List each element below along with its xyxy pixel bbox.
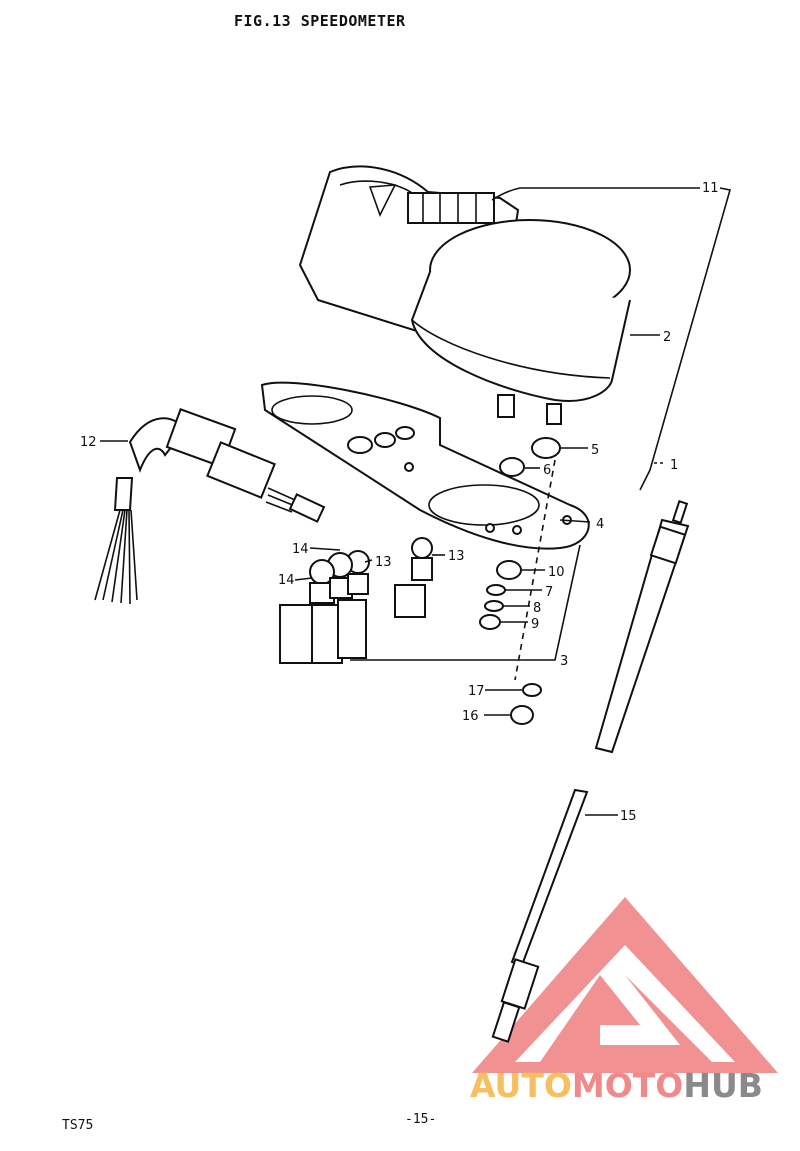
callout-label: 10 — [548, 565, 565, 580]
callout-label: 6 — [543, 463, 551, 478]
washer-part-7 — [486, 584, 506, 596]
wiring-harness-part — [94, 408, 326, 605]
callout-label: 14 — [292, 542, 309, 557]
model-label: TS75 — [62, 1118, 94, 1133]
watermark-text: AUTOMOTOHUB — [470, 1066, 763, 1105]
watermark-hub: HUB — [683, 1066, 763, 1105]
callout-label: 12 — [80, 435, 97, 450]
watermark-moto: MOTO — [572, 1066, 683, 1105]
grommet-part-5 — [531, 437, 561, 459]
callout-label: 1 — [670, 458, 678, 473]
callout-label: 13 — [448, 549, 465, 564]
callout-label: 3 — [560, 654, 568, 669]
callout-label: 7 — [545, 585, 553, 600]
grommet-part-6 — [499, 457, 525, 477]
callout-label: 2 — [663, 330, 671, 345]
callout-label: 13 — [375, 555, 392, 570]
leader-lines — [100, 187, 732, 816]
figure-title: FIG.13 SPEEDOMETER — [234, 12, 406, 30]
callout-labels: 1 2 3 4 5 6 7 8 9 10 11 12 13 13 14 14 1… — [80, 181, 719, 824]
page-number: -15- — [405, 1112, 437, 1127]
speedometer-cable-part-15 — [491, 788, 589, 1043]
speedometer-cable-part-1 — [594, 499, 690, 754]
callout-label: 4 — [596, 517, 604, 532]
base-plate-part — [260, 381, 590, 550]
callout-label: 8 — [533, 601, 541, 616]
bulb-sockets-part — [279, 537, 433, 664]
callout-label: 9 — [531, 617, 539, 632]
washer-part-17 — [522, 683, 542, 697]
watermark-logo-icon — [472, 897, 778, 1073]
callout-label: 16 — [462, 709, 479, 724]
meter-body-part — [410, 219, 631, 425]
spacer-part-10 — [496, 560, 522, 580]
callout-label: 5 — [591, 443, 599, 458]
callout-label: 17 — [468, 684, 485, 699]
washer-part-8 — [484, 600, 504, 612]
callout-label: 15 — [620, 809, 637, 824]
callout-label: 11 — [702, 181, 719, 196]
nut-part-9 — [479, 614, 501, 630]
callout-label: 14 — [278, 573, 295, 588]
nut-part-16 — [510, 705, 534, 725]
watermark-auto: AUTO — [470, 1066, 572, 1105]
